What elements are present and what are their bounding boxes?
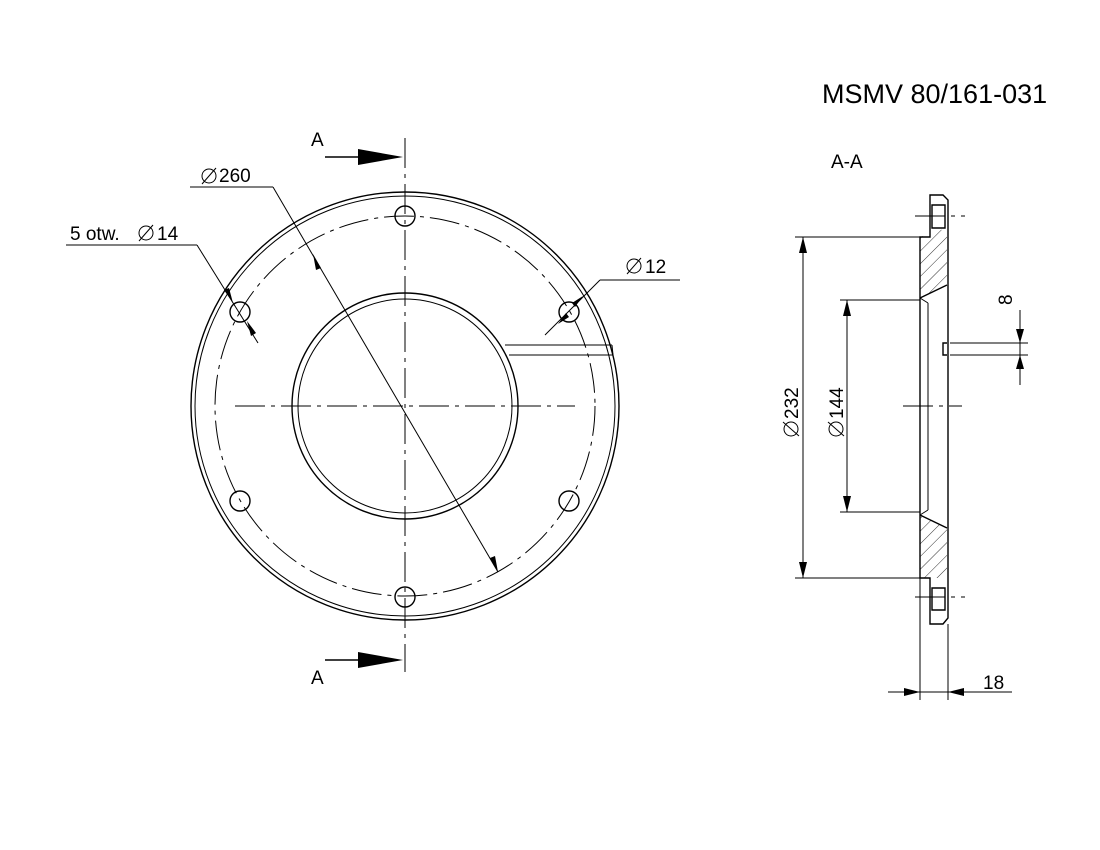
- section-arrow-icon: [843, 300, 851, 316]
- outer-diameter-label: 260: [201, 166, 251, 187]
- holes-label: 5 otw. 14: [70, 224, 179, 245]
- outer-diameter-dim-line: [272, 186, 499, 573]
- small-hole-leader-diagonal: [544, 279, 601, 336]
- section-step: [942, 342, 947, 356]
- section-arrow-icon: [558, 313, 569, 324]
- section-hole-bottom: [931, 587, 946, 611]
- bolt-hole: [229, 301, 251, 323]
- section-arrow-icon: [904, 688, 920, 696]
- section-outline: [919, 194, 949, 625]
- bore-face-connect-bottom: [919, 509, 929, 516]
- small-hole-value: 12: [645, 257, 666, 278]
- section-view: A-A 232: [782, 152, 1028, 700]
- bolt-holes: [229, 205, 580, 608]
- diameter-symbol-icon: [201, 168, 217, 184]
- section-marker-bottom: A: [311, 652, 403, 689]
- cross-section-hatch: [920, 515, 947, 578]
- section-arrow-icon: [224, 288, 233, 303]
- hole-diameter-value: 14: [157, 224, 179, 245]
- section-arrow-icon: [799, 562, 807, 578]
- section-arrow-icon: [843, 496, 851, 512]
- outer-diameter-value: 260: [219, 166, 251, 187]
- section-arrow-icon: [490, 556, 498, 572]
- section-title: A-A: [831, 152, 863, 173]
- small-hole-label: 12: [626, 257, 666, 278]
- diameter-symbol-icon: [782, 421, 800, 437]
- slot-line-end: [611, 344, 614, 356]
- bolt-hole: [394, 205, 416, 227]
- bolt-hole: [229, 490, 251, 512]
- section-marker-top: A: [311, 130, 403, 165]
- diameter-symbol-icon: [138, 224, 154, 242]
- diameter-symbol-icon: [783, 421, 799, 437]
- bolt-hole: [558, 490, 580, 512]
- diameter-symbol-icon: [626, 258, 642, 274]
- diameter-symbol-icon: [138, 225, 154, 241]
- section-arrow-icon: [358, 149, 403, 165]
- thickness-value: 18: [983, 673, 1004, 694]
- section-arrow-icon: [1016, 329, 1024, 343]
- bore-diameter-label: 144: [827, 387, 848, 437]
- section-hole-top: [931, 204, 946, 229]
- section-arrow-icon: [572, 296, 583, 307]
- bore-face-connect-top: [919, 297, 929, 304]
- diameter-symbol-icon: [626, 257, 642, 275]
- diameter-symbol-icon: [828, 421, 844, 437]
- section-arrow-icon: [247, 321, 256, 336]
- diameter-symbol-icon: [201, 167, 217, 185]
- bolt-hole: [558, 301, 580, 323]
- bore-diameter-value: 144: [827, 387, 848, 419]
- section-arrow-icon: [948, 688, 964, 696]
- bolt-circle: [214, 215, 596, 597]
- section-arrow-icon: [313, 254, 321, 270]
- front-view: 260 5 otw. 14 12 A A: [66, 130, 680, 689]
- bore-chamfer-bottom: [919, 514, 948, 529]
- diameter-symbol-icon: [827, 421, 845, 437]
- section-arrow-icon: [799, 237, 807, 253]
- holes-count: 5 otw.: [70, 224, 120, 245]
- bore-chamfer-top: [919, 284, 948, 299]
- section-marker-letter: A: [311, 130, 324, 151]
- drawing-title: MSMV 80/161-031: [822, 79, 1047, 109]
- bolt-hole: [394, 586, 416, 608]
- section-arrow-icon: [358, 652, 403, 668]
- flange-diameter-label: 232: [782, 387, 803, 437]
- section-arrow-icon: [1016, 355, 1024, 369]
- step-value: 8: [996, 294, 1017, 305]
- section-marker-letter: A: [311, 668, 324, 689]
- flange-diameter-value: 232: [782, 387, 803, 419]
- cross-section-hatch: [920, 228, 947, 298]
